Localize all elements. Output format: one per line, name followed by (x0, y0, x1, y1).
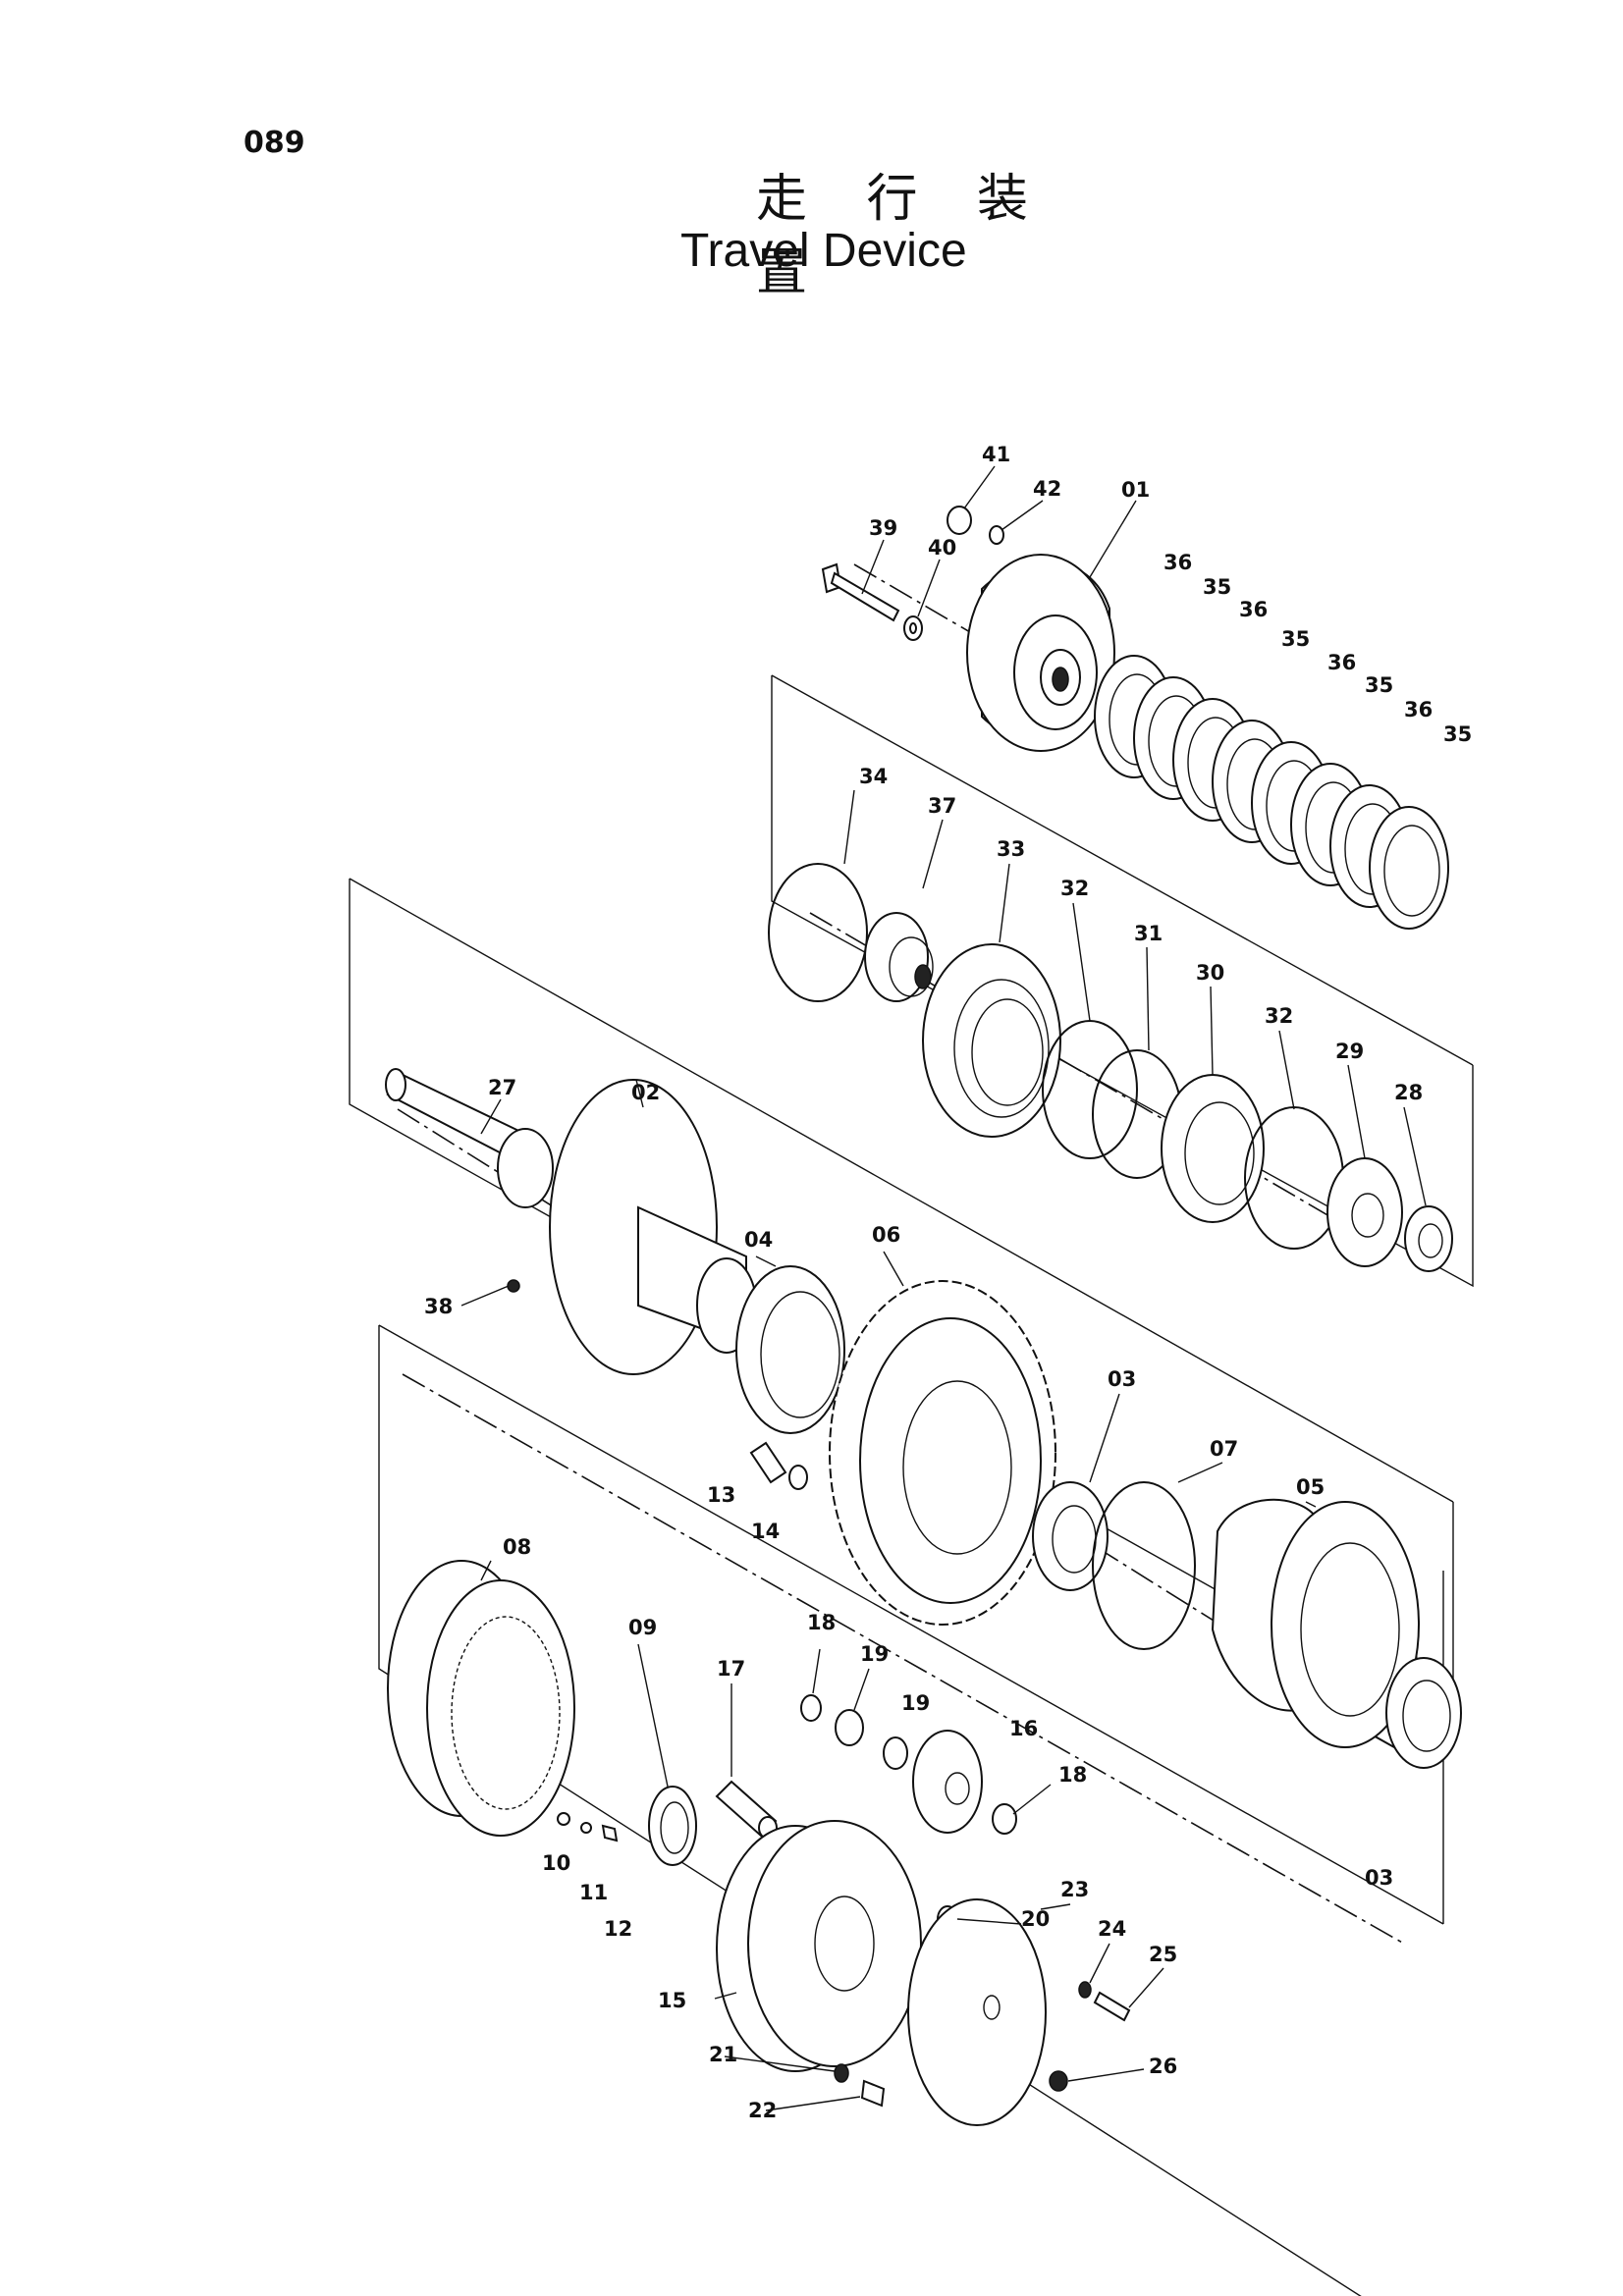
part-05-housing (1211, 1498, 1420, 1749)
callout-36d: 36 (1404, 698, 1433, 721)
part-21-washer (834, 2063, 849, 2083)
callout-15: 15 (658, 1989, 686, 2012)
part-03-bearing-lower (1385, 1657, 1462, 1769)
callout-39: 39 (869, 516, 897, 540)
part-33-piston (922, 943, 1061, 1138)
part-02-spindle (549, 1079, 757, 1375)
part-06-sprocket (829, 1280, 1056, 1626)
leader-lines (460, 465, 1427, 2111)
part-24-washer (1078, 1981, 1092, 1999)
callout-29: 29 (1335, 1040, 1364, 1063)
callout-32a: 32 (1060, 877, 1089, 900)
callout-30: 30 (1196, 961, 1224, 985)
callout-12: 12 (604, 1917, 632, 1941)
part-23-cover (907, 1898, 1047, 2126)
callout-05: 05 (1296, 1475, 1325, 1499)
callout-10: 10 (542, 1851, 570, 1875)
callout-36c: 36 (1327, 651, 1356, 674)
part-42-o-ring (989, 525, 1004, 545)
callout-04: 04 (744, 1228, 773, 1252)
part-13-bolt (749, 1441, 787, 1484)
part-18-thrust-washer (800, 1694, 1017, 1835)
callout-11: 11 (579, 1881, 608, 1904)
callout-42: 42 (1033, 477, 1061, 501)
part-14-washer (788, 1465, 808, 1490)
callout-03b: 03 (1365, 1866, 1393, 1890)
callout-labels: 41 42 01 39 40 36 35 36 35 36 35 36 35 3… (424, 443, 1472, 2122)
callout-03a: 03 (1108, 1367, 1136, 1391)
callout-09: 09 (628, 1616, 657, 1639)
part-41-plug (947, 506, 972, 535)
callout-21: 21 (709, 2043, 737, 2066)
title-english: Travel Device (680, 225, 967, 277)
part-25-bolt (1093, 1991, 1131, 2022)
callout-41: 41 (982, 443, 1010, 466)
part-17-pin (715, 1780, 778, 1840)
callout-24: 24 (1098, 1917, 1126, 1941)
part-35-36-brake-plates (1094, 655, 1449, 930)
part-26-plug (1049, 2070, 1068, 2092)
part-08-ring-gear (387, 1560, 575, 1837)
part-10-11-12-small-parts (557, 1812, 619, 1842)
callout-13: 13 (707, 1483, 735, 1507)
callout-23: 23 (1060, 1878, 1089, 1901)
page-number: 089 (243, 126, 305, 160)
callout-26: 26 (1149, 2055, 1177, 2078)
part-04-floating-seal (735, 1265, 845, 1434)
part-28-bearing (1404, 1205, 1453, 1272)
callout-14: 14 (751, 1520, 780, 1543)
callout-22: 22 (748, 2099, 777, 2122)
callout-19a: 19 (860, 1642, 889, 1666)
callout-38: 38 (424, 1295, 453, 1318)
callout-35d: 35 (1443, 722, 1472, 746)
part-15-carrier (716, 1820, 922, 2072)
callout-07: 07 (1210, 1437, 1238, 1461)
part-19-needle-bearing (835, 1709, 908, 1770)
part-16-planet-gear (912, 1730, 983, 1834)
part-22-bolt (860, 2079, 886, 2108)
callout-20: 20 (1021, 1907, 1050, 1931)
part-29-shim (1326, 1157, 1403, 1267)
callout-25: 25 (1149, 1943, 1177, 1966)
callout-01: 01 (1121, 478, 1150, 502)
part-30-seal-ring (1161, 1074, 1265, 1223)
part-39-bolt (821, 562, 900, 622)
callout-27: 27 (488, 1076, 516, 1099)
callout-36b: 36 (1239, 598, 1268, 621)
part-38-plug (507, 1279, 520, 1293)
part-07-o-ring (1092, 1481, 1196, 1650)
part-40-washer (903, 615, 923, 641)
callout-16: 16 (1009, 1717, 1038, 1740)
callout-19b: 19 (901, 1691, 930, 1715)
callout-32b: 32 (1265, 1004, 1293, 1028)
callout-35a: 35 (1203, 575, 1231, 599)
part-32-31-rings (1042, 1020, 1182, 1179)
part-37-gear (864, 912, 934, 1002)
part-27-shaft (385, 1068, 554, 1208)
part-09-thrust-washer (648, 1786, 697, 1866)
callout-18a: 18 (807, 1611, 836, 1634)
callout-06: 06 (872, 1223, 900, 1247)
callout-34: 34 (859, 765, 888, 788)
callout-37: 37 (928, 794, 956, 818)
part-01-motor-housing (966, 554, 1115, 752)
callout-28: 28 (1394, 1081, 1423, 1104)
callout-36a: 36 (1163, 551, 1192, 574)
callout-35b: 35 (1281, 627, 1310, 651)
part-34-o-ring (768, 863, 868, 1002)
callout-33: 33 (997, 837, 1025, 861)
callout-35c: 35 (1365, 673, 1393, 697)
title-chinese: 走 行 装 置 (756, 170, 1051, 302)
callout-18b: 18 (1058, 1763, 1087, 1787)
group-frames (349, 674, 1474, 2296)
callout-08: 08 (503, 1535, 531, 1559)
callout-40: 40 (928, 536, 956, 560)
callout-17: 17 (717, 1657, 745, 1681)
callout-31: 31 (1134, 922, 1163, 945)
callout-02: 02 (631, 1081, 660, 1104)
